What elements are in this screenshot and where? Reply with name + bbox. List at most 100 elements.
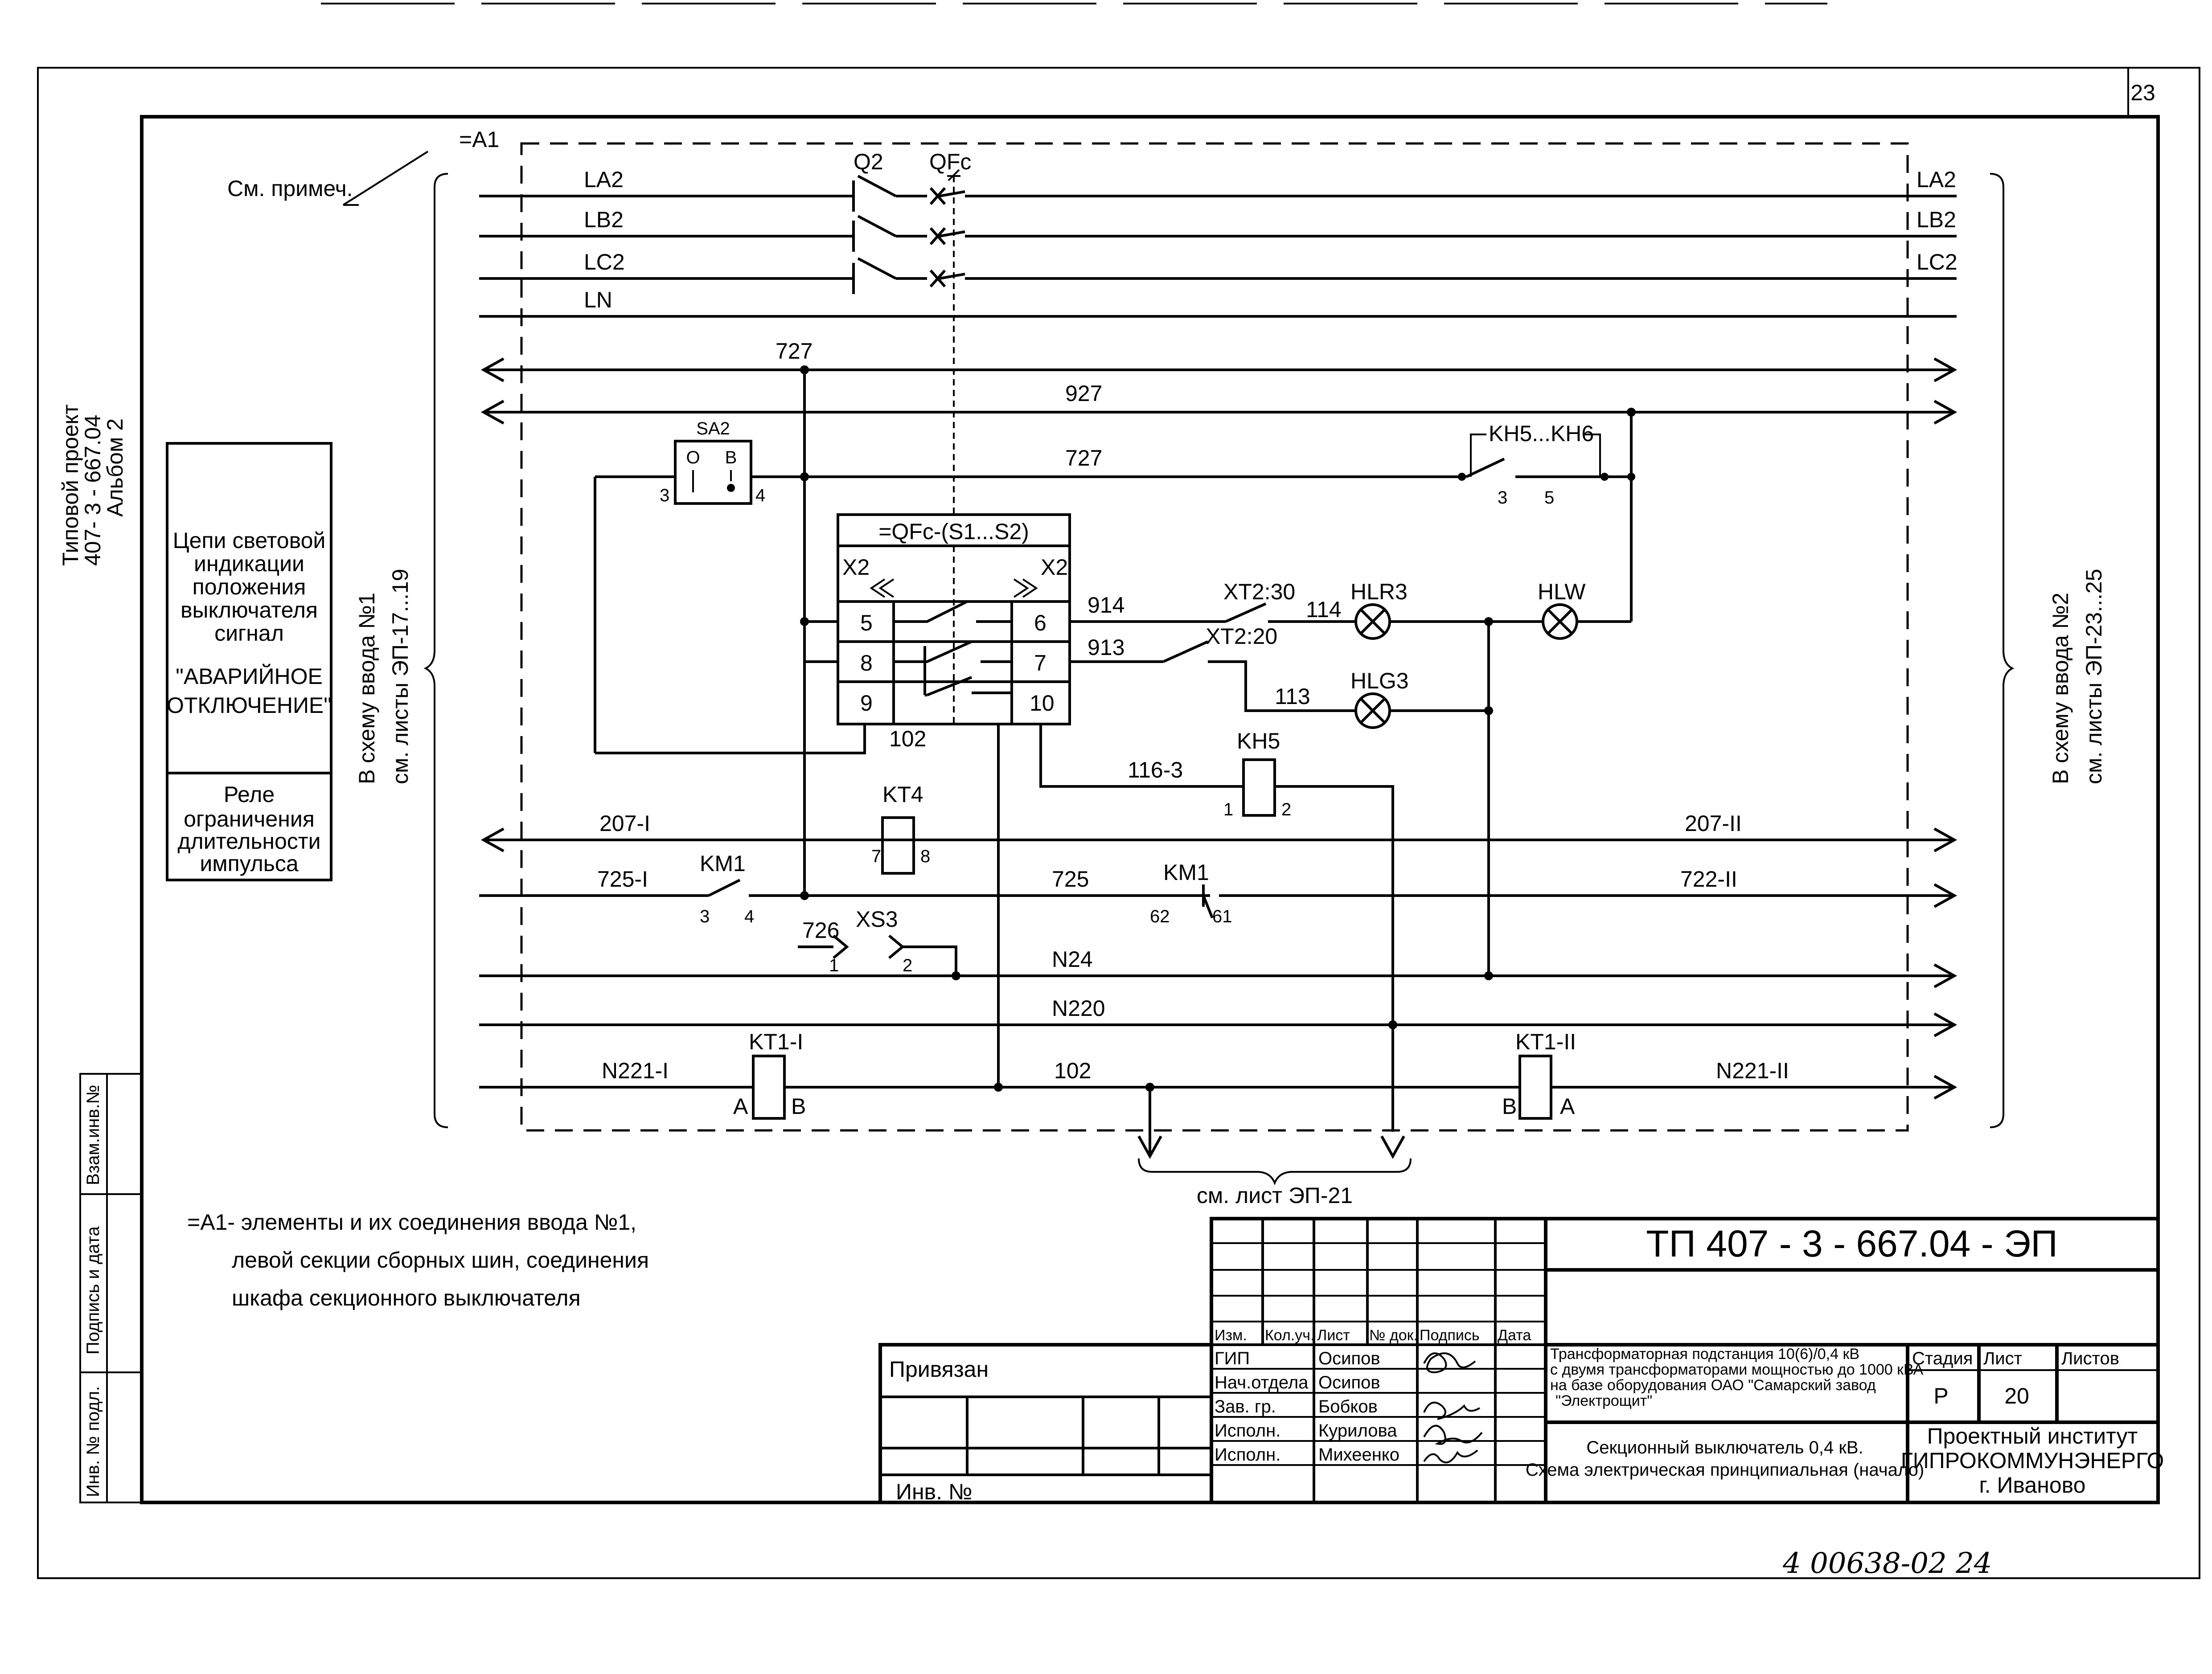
svg-text:Цепи световой: Цепи световой [173, 528, 326, 553]
svg-text:Проектный институт: Проектный институт [1927, 1424, 2138, 1449]
svg-text:шкафа секционного выключателя: шкафа секционного выключателя [232, 1285, 581, 1310]
svg-text:Исполн.: Исполн. [1215, 1421, 1280, 1441]
svg-text:X2: X2 [842, 555, 870, 580]
svg-text:102: 102 [889, 726, 926, 751]
svg-text:725: 725 [1052, 867, 1089, 892]
svg-text:ограничения: ограничения [184, 806, 315, 831]
svg-text:3: 3 [1498, 488, 1507, 508]
svg-text:HLW: HLW [1538, 579, 1586, 604]
svg-text:1: 1 [1223, 800, 1233, 819]
svg-text:O: O [686, 448, 700, 467]
svg-text:A: A [1560, 1094, 1575, 1119]
svg-text:KM1: KM1 [1163, 860, 1209, 885]
svg-text:KM1: KM1 [700, 851, 746, 876]
svg-text:B: B [725, 448, 737, 467]
svg-text:KH5: KH5 [1237, 729, 1280, 753]
svg-text:HLR3: HLR3 [1350, 579, 1408, 604]
svg-text:726: 726 [802, 918, 839, 943]
svg-text:Лист: Лист [1317, 1327, 1350, 1344]
svg-text:A: A [733, 1094, 748, 1119]
svg-text:N24: N24 [1052, 947, 1093, 972]
svg-text:Кол.уч.: Кол.уч. [1265, 1327, 1314, 1344]
svg-text:Курилова: Курилова [1318, 1421, 1397, 1441]
svg-text:Стадия: Стадия [1912, 1349, 1973, 1368]
svg-text:ГИПРОКОММУНЭНЕРГО: ГИПРОКОММУНЭНЕРГО [1901, 1448, 2164, 1473]
qfc-aux-block: =QFc-(S1...S2) X2 X2 5 8 9 6 7 10 [837, 513, 1071, 725]
svg-text:722-II: 722-II [1680, 867, 1737, 892]
svg-text:Трансформаторная подстанция 10: Трансформаторная подстанция 10(6)/0,4 кВ [1550, 1346, 1859, 1363]
side-stamp: Взам.инв.№ Подпись и дата Инв. № подл. [79, 1073, 143, 1503]
svg-text:Схема электрическая принципиал: Схема электрическая принципиальная (нача… [1526, 1460, 1924, 1480]
svg-text:XS3: XS3 [856, 907, 898, 932]
svg-text:QFc: QFc [929, 149, 971, 174]
signature-gip [1423, 1352, 1476, 1374]
svg-text:3: 3 [660, 486, 669, 505]
legend-boxes: Цепи световой индикации положения выключ… [166, 442, 332, 881]
svg-text:20: 20 [2004, 1383, 2029, 1408]
bus-n24-n220: N24 N220 [479, 947, 1958, 1037]
left-reference: В схему ввода №1 см. листы ЭП-17...19 [354, 173, 448, 1128]
svg-text:61: 61 [1212, 907, 1232, 926]
svg-text:LC2: LC2 [1917, 250, 1958, 274]
wire-727-row: 727 [1065, 446, 1102, 471]
svg-text:Лист: Лист [1983, 1349, 2022, 1368]
svg-text:207-II: 207-II [1685, 811, 1742, 836]
privyazan-label: Привязан [889, 1357, 989, 1382]
svg-text:положения: положения [193, 574, 306, 599]
svg-text:см. листы ЭП-17...19: см. листы ЭП-17...19 [388, 569, 413, 784]
svg-text:N221-II: N221-II [1716, 1058, 1789, 1083]
svg-text:сигнал: сигнал [214, 621, 284, 646]
bottom-brace [1138, 1158, 1412, 1186]
svg-text:113: 113 [1275, 684, 1310, 709]
svg-text:Листов: Листов [2061, 1349, 2119, 1368]
svg-text:KH5...KH6: KH5...KH6 [1489, 421, 1594, 446]
svg-text:Реле: Реле [224, 782, 275, 807]
svg-text:длительности: длительности [177, 829, 320, 854]
svg-text:=A1- элементы и их соединения: =A1- элементы и их соединения ввода №1, [187, 1210, 636, 1235]
svg-text:914: 914 [1088, 593, 1124, 618]
title-block: ТП 407 - 3 - 667.04 - ЭП Изм. Кол.уч. Ли… [878, 1217, 2164, 1504]
a1-label: =A1 [459, 127, 499, 152]
svg-text:LA2: LA2 [1917, 167, 1956, 192]
signature-isp1 [1423, 1424, 1483, 1445]
svg-text:с двумя трансформаторами мощно: с двумя трансформаторами мощностью до 10… [1550, 1361, 1924, 1378]
svg-text:Осипов: Осипов [1318, 1373, 1380, 1392]
svg-text:LB2: LB2 [584, 207, 624, 232]
svg-text:KT1-I: KT1-I [749, 1029, 803, 1054]
svg-text:Инв. № подл.: Инв. № подл. [83, 1386, 103, 1497]
svg-text:SA2: SA2 [696, 419, 730, 438]
bottom-reference: см. лист ЭП-21 [1197, 1183, 1353, 1208]
svg-text:ОТКЛЮЧЕНИЕ": ОТКЛЮЧЕНИЕ" [167, 693, 332, 718]
svg-text:KT4: KT4 [882, 782, 923, 807]
svg-text:8: 8 [860, 651, 873, 675]
svg-text:Нач.отдела: Нач.отдела [1215, 1373, 1309, 1392]
xs3-connector: 726 XS3 1 2 [798, 907, 960, 980]
svg-text:Р: Р [1933, 1383, 1948, 1408]
svg-text:Подпись: Подпись [1420, 1327, 1480, 1344]
svg-text:B: B [791, 1094, 806, 1119]
svg-text:62: 62 [1150, 907, 1170, 926]
svg-text:9: 9 [860, 691, 873, 716]
svg-text:Взам.инв.№: Взам.инв.№ [83, 1085, 103, 1185]
svg-text:LC2: LC2 [584, 250, 625, 274]
svg-text:левой секции сборных шин, соед: левой секции сборных шин, соединения [232, 1248, 649, 1273]
note-label: См. примеч. [227, 176, 353, 201]
svg-text:KT1-II: KT1-II [1515, 1029, 1576, 1054]
svg-text:N221-I: N221-I [602, 1058, 669, 1083]
svg-text:4: 4 [755, 486, 765, 505]
svg-text:727: 727 [776, 339, 813, 364]
svg-text:выключателя: выключателя [181, 598, 318, 622]
svg-text:2: 2 [903, 956, 912, 975]
svg-text:7: 7 [871, 847, 881, 866]
svg-text:4: 4 [744, 907, 754, 926]
svg-text:5: 5 [1544, 488, 1554, 508]
svg-text:2: 2 [1281, 800, 1291, 819]
svg-text:1: 1 [829, 956, 839, 975]
svg-text:7: 7 [1034, 651, 1046, 675]
svg-text:927: 927 [1065, 381, 1102, 406]
svg-text:Q2: Q2 [854, 149, 883, 174]
kh5-kh6-contact: KH5...KH6 3 5 [1457, 412, 1635, 622]
svg-text:XT2:30: XT2:30 [1223, 579, 1295, 604]
svg-text:Зав. гр.: Зав. гр. [1215, 1397, 1276, 1416]
